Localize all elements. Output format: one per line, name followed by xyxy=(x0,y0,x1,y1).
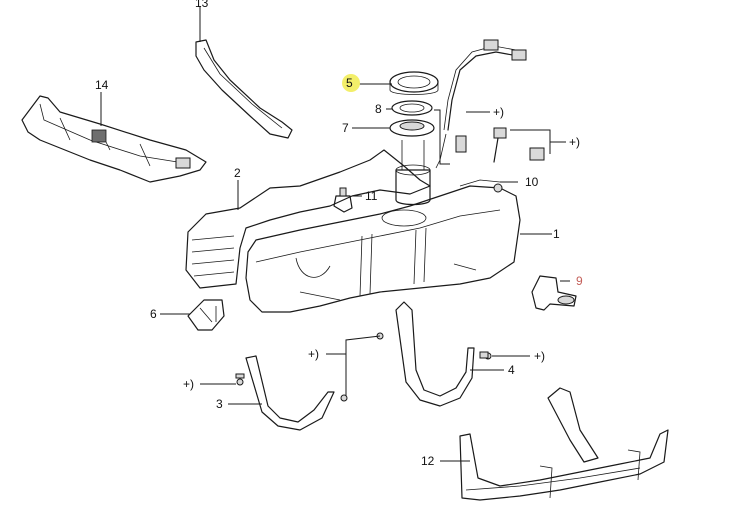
part-10-valves xyxy=(459,127,545,193)
part-9-bracket xyxy=(531,275,577,311)
part-11-sensor xyxy=(333,187,353,213)
callout-14[interactable]: 14 xyxy=(95,78,109,92)
part-6-bracket xyxy=(187,299,225,331)
part-13-bracket xyxy=(195,39,293,139)
ref-marker-right: +) xyxy=(534,349,546,363)
callout-13[interactable]: 13 xyxy=(195,0,209,10)
ref-marker-center: +) xyxy=(308,347,320,361)
callout-10[interactable]: 10 xyxy=(525,175,539,189)
ref-marker-harness: +) xyxy=(493,105,505,119)
callout-8[interactable]: 8 xyxy=(375,102,382,116)
strap-screw xyxy=(340,332,384,402)
callout-2[interactable]: 2 xyxy=(234,166,241,180)
part-12-crossmember xyxy=(459,387,669,501)
part-5-highlight xyxy=(342,74,360,92)
callout-11[interactable]: 11 xyxy=(365,189,378,203)
callout-6[interactable]: 6 xyxy=(150,307,157,321)
callout-9[interactable]: 9 xyxy=(576,274,583,288)
leader-lines xyxy=(100,6,570,462)
part-1-fuel-tank xyxy=(245,185,521,313)
part-7-flange xyxy=(389,119,435,137)
callout-1[interactable]: 1 xyxy=(553,227,560,241)
ref-marker-left: +) xyxy=(183,377,195,391)
callout-12[interactable]: 12 xyxy=(421,454,435,468)
wiring-harness xyxy=(435,39,527,169)
part-8-seal xyxy=(391,100,433,116)
part-5-lock-ring xyxy=(389,71,439,95)
callout-4[interactable]: 4 xyxy=(508,363,515,377)
part-14-heat-shield xyxy=(21,95,207,183)
part-2-tank-shield xyxy=(185,149,431,289)
ref-marker-valve: +) xyxy=(569,135,581,149)
part-4-tank-strap xyxy=(395,301,492,407)
callout-7[interactable]: 7 xyxy=(342,121,349,135)
part-3-tank-strap xyxy=(235,355,335,431)
callout-3[interactable]: 3 xyxy=(216,397,223,411)
fuel-pump-module xyxy=(395,140,431,206)
callout-5[interactable]: 5 xyxy=(346,76,353,90)
